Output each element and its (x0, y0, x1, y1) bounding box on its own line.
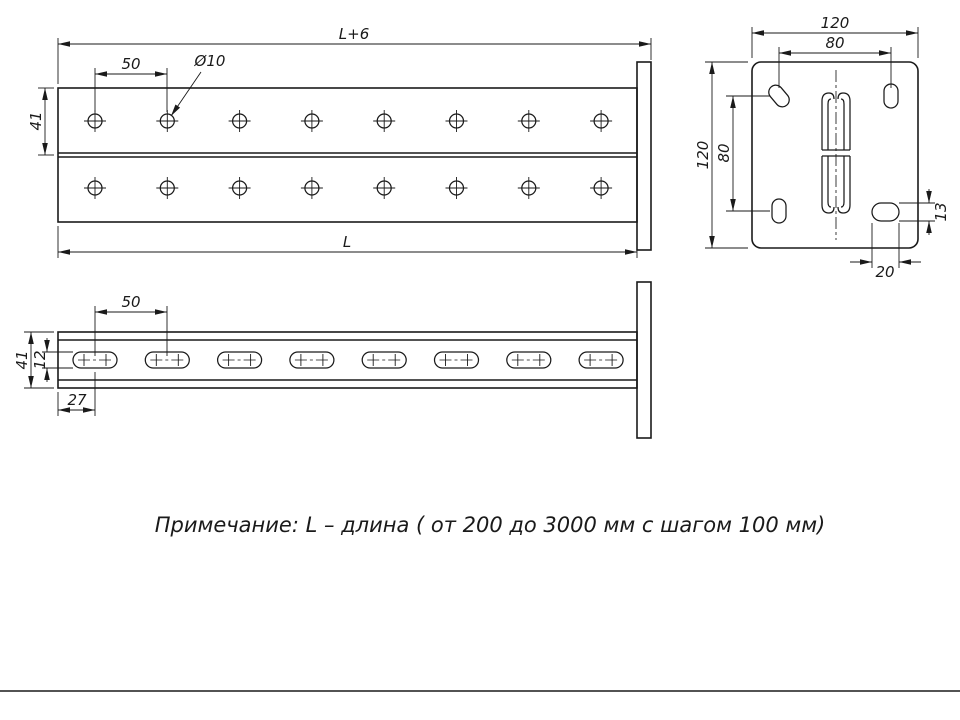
dim-label-slot-height: 13 (932, 202, 950, 221)
dim-hole-spacing: 50 (94, 55, 168, 112)
dim-profile-height: 41 (13, 331, 54, 389)
strut-plan-outline (57, 87, 638, 223)
dim-row-offset: 41 (27, 87, 54, 156)
dim-label-profile-height: 41 (13, 350, 31, 369)
hole (228, 177, 251, 199)
hole (517, 177, 540, 199)
dim-label-slot-band-height: 12 (31, 350, 49, 369)
channel-wall (821, 92, 835, 150)
dim-plate-width: 120 (751, 14, 919, 58)
dim-label-plate-height: 120 (694, 141, 712, 170)
hole (590, 110, 613, 132)
dim-slot-width: 20 (850, 223, 921, 281)
dim-label-slot-span-vertical: 80 (715, 143, 733, 162)
dim-slot-band-height: 12 (31, 338, 73, 382)
channel-wall (840, 156, 845, 208)
side-view: 50 41 12 27 (13, 281, 652, 439)
end-plate-plan (636, 61, 652, 251)
dim-plate-height: 120 (694, 61, 748, 249)
strut-cross-section (821, 92, 851, 214)
hole (156, 110, 179, 132)
hole (590, 177, 613, 199)
dim-label-plate-width: 120 (821, 14, 850, 32)
hole (445, 110, 468, 132)
slot (361, 351, 407, 369)
hole (300, 177, 323, 199)
slot (506, 351, 552, 369)
hole (373, 110, 396, 132)
dim-label-row-offset: 41 (27, 111, 45, 130)
hole (84, 110, 106, 132)
dim-slot-height: 13 (899, 189, 950, 235)
channel-wall (837, 92, 851, 150)
leader-line (170, 71, 202, 117)
dim-label-hole-spacing: 50 (121, 55, 140, 73)
note-text: Примечание: L – длина ( от 200 до 3000 м… (155, 513, 826, 537)
channel-wall (840, 98, 845, 150)
slot (289, 351, 335, 369)
slot (433, 351, 480, 369)
dim-label-length: L (343, 233, 351, 251)
slot (216, 351, 263, 369)
end-view: 120 80 120 80 13 (694, 14, 950, 281)
hole (84, 177, 106, 199)
channel-wall (837, 156, 851, 214)
dim-length: L (57, 226, 638, 258)
hole (156, 177, 179, 199)
hole (373, 177, 396, 199)
dim-label-slot-width: 20 (875, 263, 894, 281)
corner-slot-bottom-right (871, 202, 900, 222)
top-view-holes (84, 110, 613, 199)
dim-label-overall-length: L+6 (339, 25, 369, 43)
corner-slot-bottom-left (771, 198, 787, 224)
hole (300, 110, 323, 132)
slot (578, 351, 624, 369)
end-plate-face (751, 61, 919, 249)
hole (517, 110, 540, 132)
dim-edge-to-first-slot: 27 (57, 372, 96, 416)
channel-wall (821, 156, 835, 214)
dim-slot-spacing: 50 (94, 293, 168, 356)
dim-label-slot-spacing: 50 (121, 293, 140, 311)
dim-overall-length: L+6 (57, 25, 652, 84)
corner-slot-top-left (768, 84, 790, 108)
dim-slot-span-vertical: 80 (715, 95, 770, 212)
channel-wall (827, 156, 832, 208)
side-view-slots (72, 351, 624, 369)
hole (228, 110, 251, 132)
top-view: L+6 50 Ø10 41 L (27, 25, 652, 258)
channel-wall (827, 98, 832, 150)
dim-label-edge-to-first-slot: 27 (67, 391, 87, 409)
dim-slot-span-horizontal: 80 (778, 34, 892, 88)
hole (445, 177, 468, 199)
end-plate-side (636, 281, 652, 439)
dim-label-slot-span-horizontal: 80 (825, 34, 844, 52)
dim-label-hole-diameter: Ø10 (194, 52, 226, 70)
dim-hole-diameter: Ø10 (170, 52, 226, 117)
